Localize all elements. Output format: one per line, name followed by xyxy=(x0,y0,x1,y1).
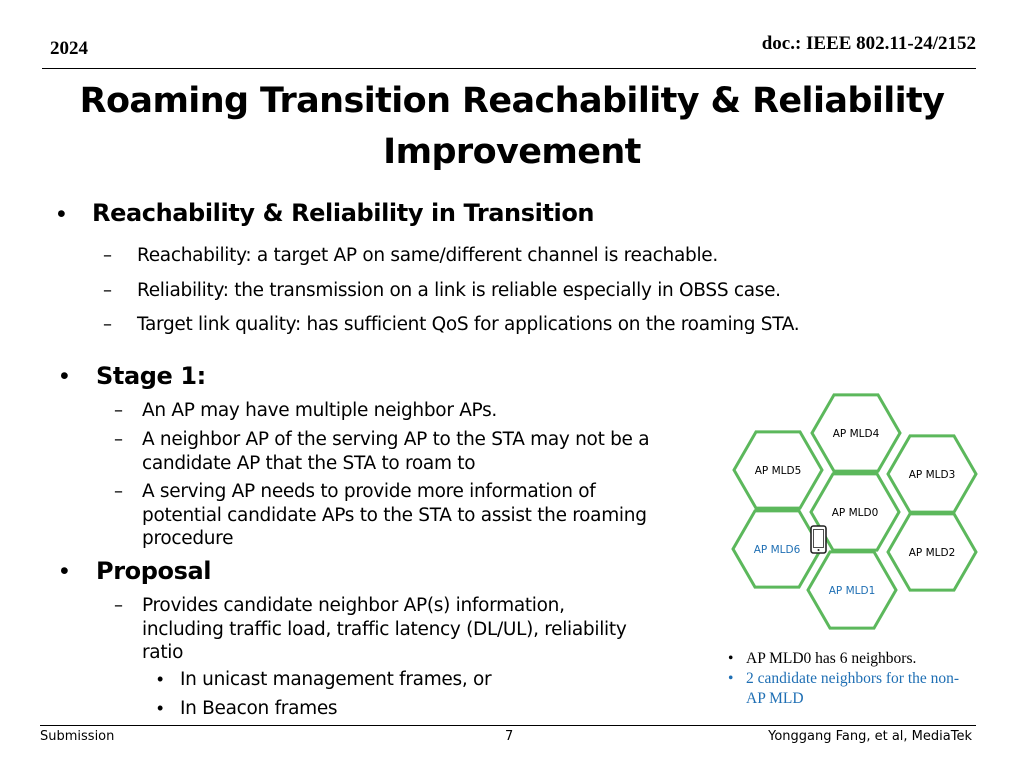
footer-page-number: 7 xyxy=(505,729,514,744)
proposal-item: Provides candidate neighbor AP(s) inform… xyxy=(142,595,627,663)
hex-label-ap-mld2: AP MLD2 xyxy=(909,547,956,559)
bullet-icon: • xyxy=(157,669,164,689)
note-bullet: • xyxy=(728,670,734,687)
footer-divider xyxy=(40,725,976,726)
stage1-item: A serving AP needs to provide more infor… xyxy=(142,481,647,549)
dash-icon: – xyxy=(114,400,123,421)
hex-ap-mld5 xyxy=(732,430,824,510)
hex-ap-mld6 xyxy=(731,509,823,589)
dash-icon: – xyxy=(114,429,123,450)
hex-label-ap-mld4: AP MLD4 xyxy=(833,428,880,440)
stage1-item: An AP may have multiple neighbor APs. xyxy=(142,400,498,421)
bullet-icon: • xyxy=(57,200,66,228)
proposal-heading: Proposal xyxy=(96,557,212,585)
dash-icon: – xyxy=(103,280,112,301)
note-candidates-line1: 2 candidate neighbors for the non- xyxy=(746,670,960,687)
stage1-item: A neighbor AP of the serving AP to the S… xyxy=(142,429,650,474)
hex-ap-mld1 xyxy=(806,550,898,630)
proposal-subitem: In unicast management frames, or xyxy=(180,669,492,690)
header-doc-number: doc.: IEEE 802.11-24/2152 xyxy=(761,33,976,54)
stage1-heading: Stage 1: xyxy=(96,362,206,390)
footer-author: Yonggang Fang, et al, MediaTek xyxy=(768,729,972,744)
header-divider xyxy=(42,68,976,69)
footer-submission: Submission xyxy=(40,729,115,744)
ap-mld-hex-diagram: AP MLD4 AP MLD5 AP MLD3 AP MLD0 AP MLD6 AP ML… xyxy=(731,393,978,630)
hex-label-ap-mld0: AP MLD0 xyxy=(832,507,879,519)
hex-label-ap-mld1: AP MLD1 xyxy=(829,585,876,597)
dash-icon: – xyxy=(103,314,112,335)
section-heading: Reachability & Reliability in Transition xyxy=(92,199,595,227)
hex-ap-mld2 xyxy=(886,512,978,592)
slide-title-line1: Roaming Transition Reachability & Reliab… xyxy=(79,81,945,121)
section-item-link-quality: Target link quality: has sufficient QoS … xyxy=(137,314,800,335)
slide-title-line2: Improvement xyxy=(383,132,641,172)
hex-label-ap-mld3: AP MLD3 xyxy=(909,469,956,481)
hex-ap-mld4 xyxy=(810,393,902,473)
bullet-icon: • xyxy=(157,698,164,718)
dash-icon: – xyxy=(114,481,123,502)
note-candidates-line2: AP MLD xyxy=(746,690,804,707)
bullet-icon: • xyxy=(60,362,69,390)
dash-icon: – xyxy=(103,245,112,266)
bullet-icon: • xyxy=(60,557,69,585)
hex-label-ap-mld5: AP MLD5 xyxy=(755,465,802,477)
hex-ap-mld3 xyxy=(886,434,978,514)
smartphone-icon xyxy=(810,525,827,554)
note-neighbors: AP MLD0 has 6 neighbors. xyxy=(746,650,917,667)
slide-title: Roaming Transition Reachability & Reliab… xyxy=(40,76,984,178)
section-item-reachability: Reachability: a target AP on same/differ… xyxy=(137,245,718,266)
hex-label-ap-mld6: AP MLD6 xyxy=(754,544,801,556)
proposal-subitem: In Beacon frames xyxy=(180,698,338,719)
note-bullet: • xyxy=(728,650,734,667)
section-item-reliability: Reliability: the transmission on a link … xyxy=(137,280,781,301)
hex-ap-mld0 xyxy=(809,472,901,552)
header-year: 2024 xyxy=(50,38,88,59)
dash-icon: – xyxy=(114,595,123,616)
